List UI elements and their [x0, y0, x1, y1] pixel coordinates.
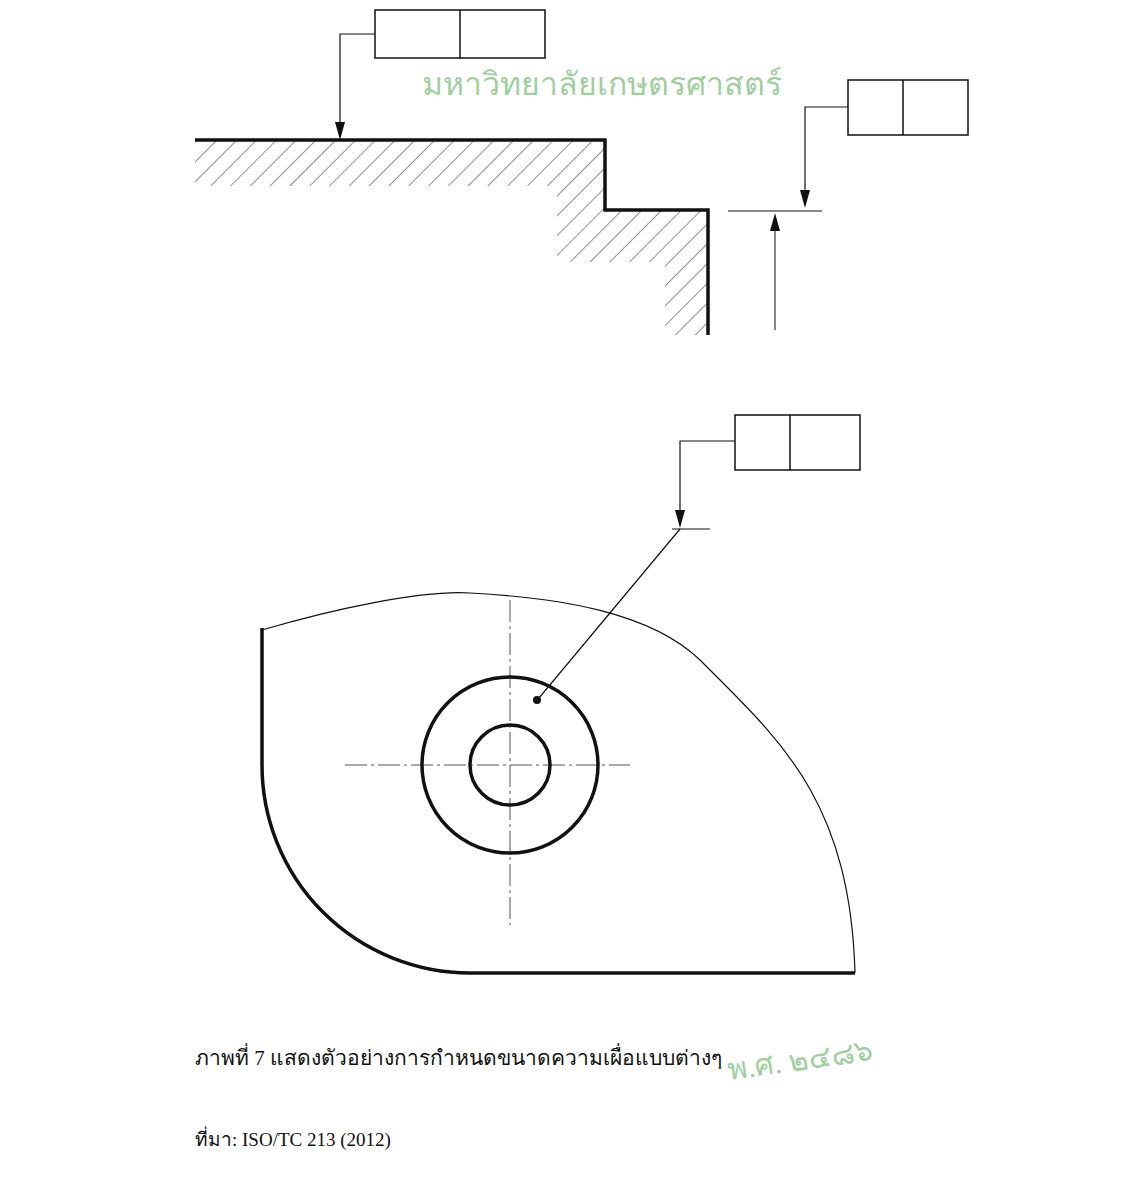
tolerance-frame	[848, 80, 968, 135]
leader-dot	[533, 696, 541, 704]
tolerance-frame	[375, 10, 545, 58]
watermark-text: พ.ศ. ๒๔๘๖	[723, 1030, 877, 1090]
arrowhead	[770, 213, 780, 231]
center-line	[510, 600, 511, 925]
frame-divider	[902, 80, 904, 135]
center-line	[345, 765, 630, 766]
hatching	[195, 140, 708, 335]
watermark-text: มหาวิทยาลัยเกษตรศาสตร์	[420, 64, 784, 106]
arrowhead	[800, 190, 810, 208]
reference-line	[672, 528, 710, 529]
frame-divider	[789, 415, 791, 470]
source-note: ที่มา: ISO/TC 213 (2012)	[193, 1128, 393, 1153]
outer-circle	[422, 677, 598, 853]
part-edge	[262, 765, 470, 973]
tolerance-frame	[735, 415, 860, 470]
frame-divider	[459, 10, 461, 58]
extension-line	[728, 211, 822, 212]
surface-outline	[195, 140, 708, 335]
leader-line	[805, 107, 848, 192]
leader-line	[680, 441, 735, 512]
inner-circle	[470, 725, 550, 805]
dimension-line	[775, 230, 776, 330]
leader-line	[340, 34, 375, 124]
arrowhead	[335, 122, 345, 140]
part-edge	[470, 971, 855, 975]
arrowhead	[675, 510, 685, 528]
part-edge	[260, 628, 264, 765]
figure-caption: ภาพที่ 7 แสดงตัวอย่างการกำหนดขนาดความเผื…	[193, 1045, 724, 1072]
break-line	[262, 593, 855, 973]
